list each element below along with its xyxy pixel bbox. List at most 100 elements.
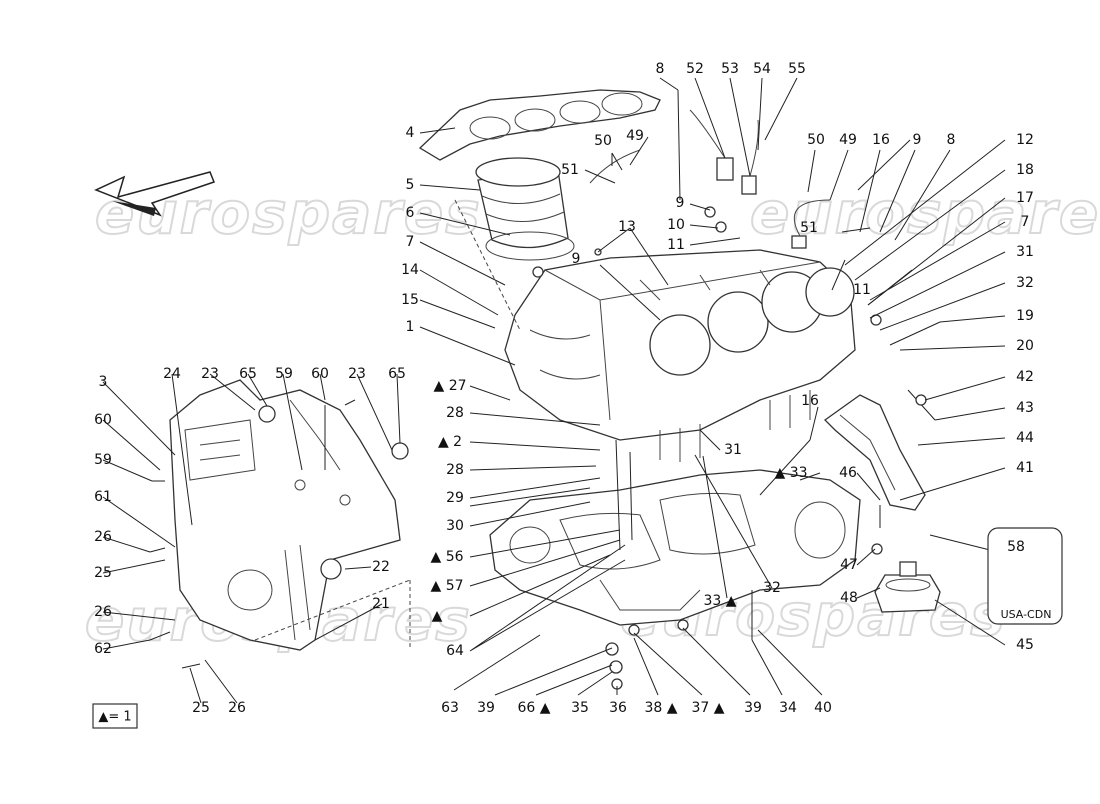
legend-box: ▲= 1 [92, 703, 138, 729]
callout-16-lower: 16 [801, 393, 819, 409]
callout-28: 28 [446, 405, 464, 421]
callout-49-right: 49 [839, 132, 857, 148]
callout-19: 19 [1016, 308, 1034, 324]
callout-21: 21 [372, 596, 390, 612]
callout-3: 3 [99, 374, 108, 390]
callout-16: 16 [872, 132, 890, 148]
callout-62: 62 [94, 641, 112, 657]
callout-25: 25 [94, 565, 112, 581]
callout-1: 1 [406, 319, 415, 335]
callout-18: 18 [1016, 162, 1034, 178]
callout-17: 17 [1016, 190, 1034, 206]
callout-51-right: 51 [800, 220, 818, 236]
engine-mount-bracket [823, 394, 926, 511]
callout-22: 22 [372, 559, 390, 575]
callout-51: 51 [561, 162, 579, 178]
callout-triangle: ▲ [432, 608, 443, 624]
callout-40: 40 [814, 700, 832, 716]
callout-24: 24 [163, 366, 181, 382]
callout-66: 66 ▲ [517, 700, 550, 716]
callout-64: 64 [446, 643, 464, 659]
callout-7-right: 7 [1021, 214, 1030, 230]
callout-11: 11 [667, 237, 685, 253]
callout-60: 60 [94, 412, 112, 428]
fastener-set [149, 89, 941, 690]
callout-23-right: 23 [348, 366, 366, 382]
callout-30: 30 [446, 518, 464, 534]
callout-47: 47 [840, 557, 858, 573]
guide-lines [254, 199, 521, 650]
callout-7: 7 [406, 234, 415, 250]
callout-59: 59 [94, 452, 112, 468]
callout-41: 41 [1016, 460, 1034, 476]
callout-35: 35 [571, 700, 589, 716]
callout-58: 58 [1007, 539, 1025, 555]
legend-note: ▲= 1 [98, 710, 131, 725]
callout-9: 9 [676, 195, 685, 211]
callout-23: 23 [201, 366, 219, 382]
callout-33-lower: 33 ▲ [703, 593, 736, 609]
callout-8-right: 8 [947, 132, 956, 148]
callout-49: 49 [626, 128, 644, 144]
callout-2: ▲ 2 [438, 434, 462, 450]
callout-20: 20 [1016, 338, 1034, 354]
callout-12: 12 [1016, 132, 1034, 148]
callout-10: 10 [667, 217, 685, 233]
callout-32: 32 [1016, 275, 1034, 291]
watermark-top-right: eurospares [750, 179, 1100, 247]
inset-label: USA-CDN [1001, 608, 1052, 621]
usa-cdn-inset: 58 USA-CDN [987, 527, 1063, 625]
callout-9-block: 9 [572, 251, 581, 267]
callout-26-bottom: 26 [228, 700, 246, 716]
callout-53: 53 [721, 61, 739, 77]
engine-mount [874, 561, 941, 613]
engine-block [504, 249, 856, 462]
callout-31: 31 [1016, 244, 1034, 260]
callout-42: 42 [1016, 369, 1034, 385]
callout-13: 13 [618, 219, 636, 235]
callout-60-top: 60 [311, 366, 329, 382]
callout-56: ▲ 56 [430, 549, 463, 565]
leader-lines [102, 77, 1006, 704]
callout-4: 4 [406, 125, 415, 141]
crankcase [489, 469, 861, 626]
callout-50: 50 [594, 133, 612, 149]
callout-38: 38 ▲ [644, 700, 677, 716]
front-direction-arrow-icon [94, 171, 215, 217]
callout-31-lower: 31 [724, 442, 742, 458]
callout-46: 46 [839, 465, 857, 481]
callout-6: 6 [406, 205, 415, 221]
callout-26-middle: 26 [94, 604, 112, 620]
timing-cover [169, 379, 401, 651]
callout-55: 55 [788, 61, 806, 77]
callout-15: 15 [401, 292, 419, 308]
callout-61: 61 [94, 489, 112, 505]
callout-44: 44 [1016, 430, 1034, 446]
callout-14: 14 [401, 262, 419, 278]
callout-52: 52 [686, 61, 704, 77]
callout-65-right: 65 [388, 366, 406, 382]
callout-25-bottom: 25 [192, 700, 210, 716]
callout-36: 36 [609, 700, 627, 716]
callout-26: 26 [94, 529, 112, 545]
callout-34: 34 [779, 700, 797, 716]
callout-54: 54 [753, 61, 771, 77]
callout-37: 37 ▲ [691, 700, 724, 716]
callout-28-lower: 28 [446, 462, 464, 478]
callout-43: 43 [1016, 400, 1034, 416]
callout-39-right: 39 [744, 700, 762, 716]
callout-8: 8 [656, 61, 665, 77]
callout-33: ▲ 33 [774, 465, 807, 481]
callout-39: 39 [477, 700, 495, 716]
head-gasket [418, 89, 661, 161]
callout-45: 45 [1016, 637, 1034, 653]
callout-11-right: 11 [853, 282, 871, 298]
callout-50-right: 50 [807, 132, 825, 148]
callout-57: ▲ 57 [430, 578, 463, 594]
callout-27: ▲ 27 [433, 378, 466, 394]
callout-63: 63 [441, 700, 459, 716]
callout-59-top: 59 [275, 366, 293, 382]
callout-29: 29 [446, 490, 464, 506]
